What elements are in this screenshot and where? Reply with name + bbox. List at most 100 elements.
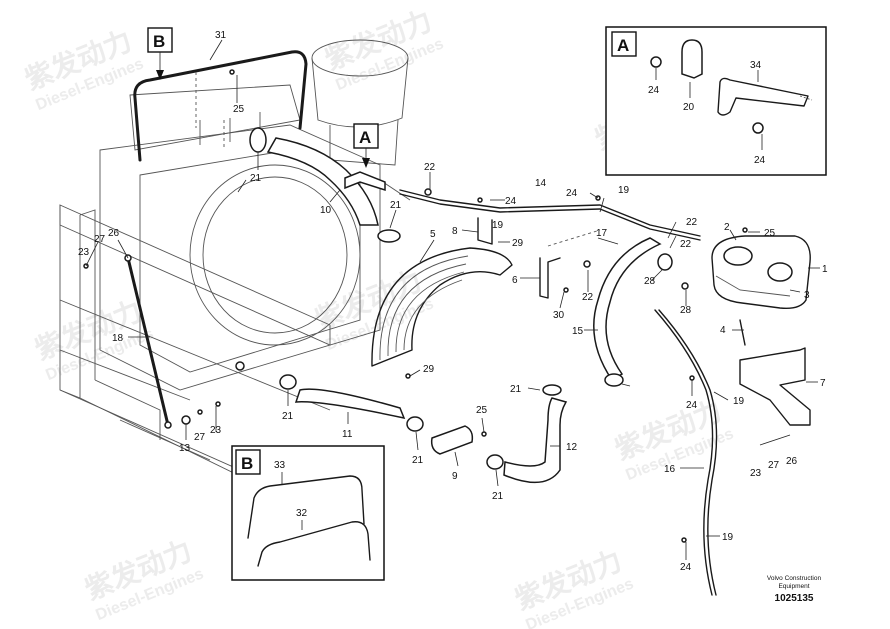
drawing-footer: Volvo Construction Equipment 1025135 <box>767 575 822 604</box>
part-number: 22 <box>686 217 698 228</box>
part-number: 27 <box>94 234 106 245</box>
hose-clamp-28 <box>657 253 673 271</box>
watermark: 紫发动力 Diesel-Engines <box>320 4 446 94</box>
part-number: 24 <box>505 196 517 207</box>
part-number: 23 <box>78 247 90 258</box>
drain-hose-16 <box>654 309 714 596</box>
fan-guard-5 <box>371 247 513 367</box>
part-number: 20 <box>683 102 695 113</box>
part-number: 9 <box>452 471 458 482</box>
part-number: 19 <box>733 396 745 407</box>
part-number: 22 <box>582 292 594 303</box>
part-number: 19 <box>618 185 630 196</box>
strip-32 <box>257 521 371 567</box>
bolt <box>164 421 172 429</box>
hose-clamp-21 <box>406 416 424 432</box>
part-number: 21 <box>282 411 294 422</box>
watermark: 紫发动力 Diesel-Engines <box>80 534 206 624</box>
part-number: 21 <box>412 455 424 466</box>
drain-hose-link <box>739 319 746 346</box>
part-number: 11 <box>342 429 353 440</box>
overflow-pipe-14 <box>399 189 701 237</box>
part-number: 5 <box>430 229 436 240</box>
hose-clamp-21 <box>486 454 504 470</box>
part-number: 17 <box>596 228 608 239</box>
part-number: 22 <box>680 239 692 250</box>
part-number: 21 <box>250 173 262 184</box>
part-number: 19 <box>722 532 734 543</box>
part-number: 12 <box>566 442 578 453</box>
part-number: 6 <box>512 275 518 286</box>
watermark: 紫发动力 Diesel-Engines <box>510 544 636 629</box>
part-number: 21 <box>510 384 522 395</box>
part-number: 33 <box>274 460 286 471</box>
part-number: 21 <box>492 491 504 502</box>
part-number: 23 <box>210 425 222 436</box>
part-number: 32 <box>296 508 308 519</box>
part-number: 7 <box>820 378 826 389</box>
bracket-8 <box>477 217 493 245</box>
part-number: 14 <box>535 178 547 189</box>
part-number: 24 <box>566 188 578 199</box>
hose-15 <box>593 237 662 382</box>
part-number: 13 <box>179 443 191 454</box>
bracket-6 <box>539 257 561 299</box>
part-number: 25 <box>476 405 488 416</box>
part-number: 23 <box>750 468 762 479</box>
watermark: 紫发动力 Diesel-Engines <box>20 24 146 114</box>
part-number: 24 <box>648 85 660 96</box>
part-number: 25 <box>233 104 245 115</box>
detail-a: A 24 20 34 24 <box>605 26 827 176</box>
part-number: 25 <box>764 228 776 239</box>
part-number: 8 <box>452 226 458 237</box>
bracket-34 <box>717 77 809 116</box>
detail-b-label: B <box>241 454 253 473</box>
part-number: 10 <box>320 205 332 216</box>
hose-clamp-21 <box>377 229 401 243</box>
part-number: 24 <box>680 562 692 573</box>
part-number: 18 <box>112 333 124 344</box>
part-number: 26 <box>108 228 120 239</box>
callout-b-marker: B <box>147 27 173 80</box>
part-number: 1 <box>822 264 828 275</box>
pipe-9 <box>430 425 474 455</box>
part-labels: 31 25 21 10 21 22 14 24 24 19 19 8 29 5 … <box>78 30 828 573</box>
part-number: 27 <box>768 460 780 471</box>
part-number: 26 <box>786 456 798 467</box>
part-number: 16 <box>664 464 676 475</box>
protection-bar-31 <box>133 50 308 162</box>
footer-company: Volvo Construction <box>767 575 822 582</box>
stay-bar-18 <box>126 256 170 427</box>
part-number: 28 <box>680 305 692 316</box>
leader-lines <box>85 39 820 560</box>
fasteners <box>83 69 748 543</box>
footer-dept: Equipment <box>778 583 809 590</box>
overflow-pipe-14b <box>399 193 701 241</box>
part-number: 24 <box>754 155 766 166</box>
hose-clamp-21 <box>279 374 297 390</box>
drawing-number: 1025135 <box>775 593 814 604</box>
part-number: 29 <box>512 238 524 249</box>
hose-12 <box>503 397 568 484</box>
part-number: 2 <box>724 222 730 233</box>
part-number: 28 <box>644 276 656 287</box>
part-number: 24 <box>686 400 698 411</box>
part-number: 30 <box>553 310 565 321</box>
part-number: 21 <box>390 200 402 211</box>
callout-label: A <box>359 128 371 147</box>
upper-hose-10 <box>266 137 379 226</box>
watermark: 紫发动力 Diesel-Engines <box>30 294 156 384</box>
part-number: 4 <box>720 325 726 336</box>
part-number: 22 <box>424 162 436 173</box>
callout-a-marker: A <box>353 123 379 168</box>
lower-hose-11 <box>294 388 406 420</box>
part-number: 15 <box>572 326 584 337</box>
hose-clamp-28 <box>604 373 624 387</box>
callout-label: B <box>153 32 165 51</box>
bracket-stripe <box>547 229 601 247</box>
hose-clamp-21 <box>542 384 562 396</box>
part-number: 27 <box>194 432 206 443</box>
bracket-a <box>344 171 386 192</box>
bracket-20 <box>681 39 703 79</box>
